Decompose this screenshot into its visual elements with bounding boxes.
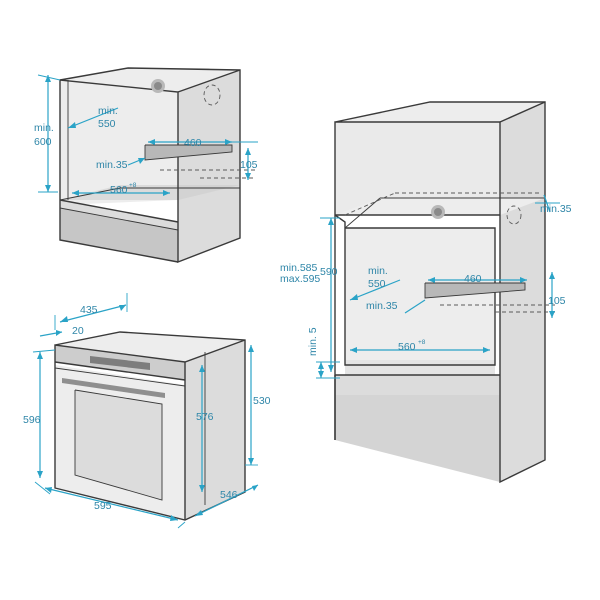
label-tall-560: 560	[398, 341, 416, 353]
tall-cabinet-labels: min.35 min.585 max.595 590 min. 550 460 …	[280, 203, 572, 356]
label-tall-min: min.	[368, 265, 388, 277]
label-20: 20	[72, 325, 84, 337]
oven-dimensions	[32, 293, 259, 529]
label-min-600-line1: min.	[34, 122, 54, 134]
label-590: 590	[320, 266, 338, 278]
label-tall-560-sup: +8	[418, 339, 426, 346]
oven-labels: 435 20 596 576 530 546 595	[23, 304, 271, 512]
undercounter-dimensions	[37, 74, 258, 196]
undercounter-labels: min. 550 min. 600 460 min.35 105 560 +8	[34, 105, 258, 196]
label-tall-460: 460	[464, 273, 482, 285]
oven	[54, 331, 246, 521]
tall-cabinet-dimensions	[316, 194, 560, 379]
label-min35: min.35	[96, 159, 128, 171]
label-595: 595	[94, 500, 112, 512]
label-596: 596	[23, 414, 41, 426]
label-max595: max.595	[280, 273, 320, 285]
label-460: 460	[184, 137, 202, 149]
undercounter-cabinet	[59, 67, 255, 264]
label-576: 576	[196, 411, 214, 423]
label-530: 530	[253, 395, 271, 407]
label-min-550-line1: min.	[98, 105, 118, 117]
label-435: 435	[80, 304, 98, 316]
label-tall-550: 550	[368, 278, 386, 290]
tall-cabinet	[334, 101, 555, 484]
label-560: 560	[110, 184, 128, 196]
label-min-600-line2: 600	[34, 136, 52, 148]
label-min-550-line2: 550	[98, 118, 116, 130]
label-min585: min.585	[280, 262, 318, 274]
label-560-sup: +8	[129, 182, 137, 189]
label-min5: min. 5	[307, 327, 319, 356]
label-546: 546	[220, 489, 238, 501]
label-tall-min35: min.35	[540, 203, 572, 215]
label-105: 105	[240, 159, 258, 171]
label-tall-min35b: min.35	[366, 300, 398, 312]
label-tall-105: 105	[548, 295, 566, 307]
